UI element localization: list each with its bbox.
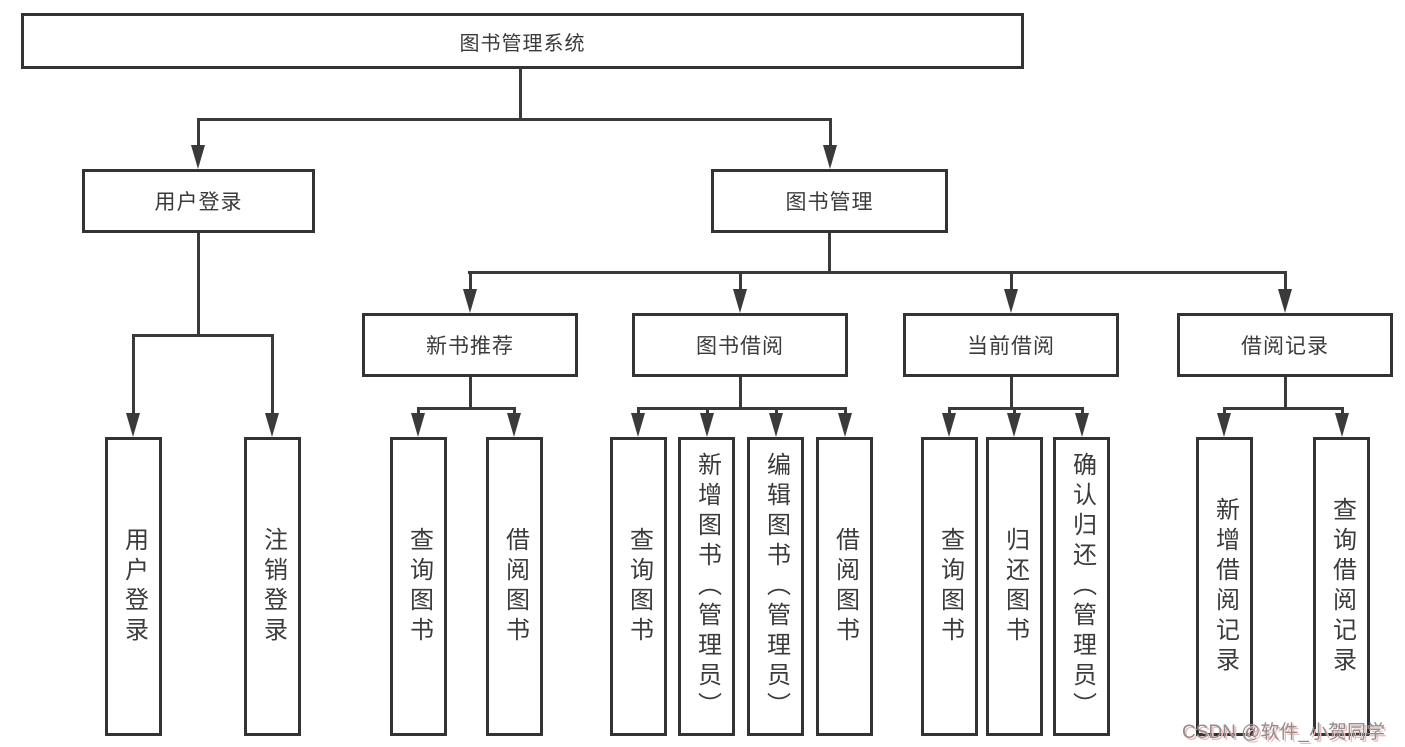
arrowhead-down-icon xyxy=(463,289,477,313)
leaf-label: 借阅图书 xyxy=(831,526,859,647)
arrowhead-down-icon xyxy=(1217,413,1231,437)
leaf-logout: 注销登录 xyxy=(244,437,301,736)
connector-line xyxy=(739,377,742,410)
connector-line xyxy=(637,407,847,410)
connector-line xyxy=(271,334,274,420)
arrowhead-down-icon xyxy=(823,145,837,169)
leaf-recommend-borrow-books: 借阅图书 xyxy=(486,437,543,736)
connector-line xyxy=(132,334,274,337)
leaf-borrowing-edit-books-admin: 编辑图书（管理员） xyxy=(747,437,804,736)
connector-line xyxy=(468,271,1287,274)
leaf-label: 借阅图书 xyxy=(501,526,529,647)
connector-line xyxy=(132,334,135,420)
node-current-borrowing: 当前借阅 xyxy=(903,313,1119,377)
connector-line xyxy=(1010,377,1013,410)
node-label: 图书管理系统 xyxy=(459,32,586,55)
arrowhead-down-icon xyxy=(631,413,645,437)
connector-line xyxy=(829,118,832,150)
leaf-records-query-borrow-record: 查询借阅记录 xyxy=(1313,437,1370,736)
leaf-label: 用户登录 xyxy=(120,526,148,647)
leaf-borrowing-add-books-admin: 新增图书（管理员） xyxy=(678,437,735,736)
arrowhead-down-icon xyxy=(942,413,956,437)
node-label: 新书推荐 xyxy=(426,335,514,358)
arrowhead-down-icon xyxy=(1335,413,1349,437)
arrowhead-down-icon xyxy=(411,413,425,437)
node-label: 图书借阅 xyxy=(696,335,784,358)
leaf-label: 新增借阅记录 xyxy=(1211,496,1239,677)
node-label: 当前借阅 xyxy=(967,335,1055,358)
connector-line xyxy=(197,233,200,337)
connector-line xyxy=(469,377,472,410)
leaf-current-return-books: 归还图书 xyxy=(986,437,1043,736)
leaf-label: 查询图书 xyxy=(625,526,653,647)
connector-line xyxy=(1284,377,1287,410)
node-book-borrowing: 图书借阅 xyxy=(632,313,848,377)
leaf-current-query-books: 查询图书 xyxy=(921,437,978,736)
connector-line xyxy=(519,68,522,118)
connector-line xyxy=(828,233,831,274)
connector-line xyxy=(739,271,742,295)
leaf-current-confirm-return-admin: 确认归还（管理员） xyxy=(1053,437,1110,736)
leaf-label: 新增图书（管理员） xyxy=(693,451,721,722)
leaf-recommend-query-books: 查询图书 xyxy=(390,437,447,736)
arrowhead-down-icon xyxy=(1007,413,1021,437)
arrowhead-down-icon xyxy=(1004,289,1018,313)
connector-line xyxy=(1010,271,1013,295)
node-new-book-recommendation: 新书推荐 xyxy=(362,313,578,377)
connector-line xyxy=(197,118,200,150)
leaf-label: 查询借阅记录 xyxy=(1328,496,1356,677)
leaf-user-login: 用户登录 xyxy=(105,437,162,736)
arrowhead-down-icon xyxy=(507,413,521,437)
leaf-borrowing-borrow-books: 借阅图书 xyxy=(816,437,873,736)
leaf-label: 归还图书 xyxy=(1001,526,1029,647)
leaf-borrowing-query-books: 查询图书 xyxy=(610,437,667,736)
arrowhead-down-icon xyxy=(265,413,279,437)
leaf-label: 确认归还（管理员） xyxy=(1068,451,1096,722)
leaf-label: 编辑图书（管理员） xyxy=(762,451,790,722)
arrowhead-down-icon xyxy=(700,413,714,437)
arrowhead-down-icon xyxy=(733,289,747,313)
arrowhead-down-icon xyxy=(126,413,140,437)
leaf-label: 查询图书 xyxy=(936,526,964,647)
connector-line xyxy=(197,118,831,121)
node-book-management: 图书管理 xyxy=(711,169,948,233)
node-borrowing-records: 借阅记录 xyxy=(1177,313,1393,377)
connector-line xyxy=(469,271,472,295)
connector-line xyxy=(1223,407,1344,410)
connector-line xyxy=(1284,271,1287,295)
leaf-label: 注销登录 xyxy=(259,526,287,647)
arrowhead-down-icon xyxy=(838,413,852,437)
node-label: 图书管理 xyxy=(785,191,874,214)
node-label: 借阅记录 xyxy=(1241,335,1329,358)
leaf-records-add-borrow-record: 新增借阅记录 xyxy=(1196,437,1253,736)
arrowhead-down-icon xyxy=(1075,413,1089,437)
arrowhead-down-icon xyxy=(769,413,783,437)
connector-line xyxy=(948,407,1084,410)
node-library-management-system: 图书管理系统 xyxy=(21,13,1024,69)
csdn-watermark: CSDN @软件_小贺同学 xyxy=(1182,722,1385,743)
node-label: 用户登录 xyxy=(154,191,243,214)
connector-line xyxy=(417,407,516,410)
node-user-login: 用户登录 xyxy=(82,169,315,233)
arrowhead-down-icon xyxy=(191,145,205,169)
arrowhead-down-icon xyxy=(1278,289,1292,313)
leaf-label: 查询图书 xyxy=(405,526,433,647)
